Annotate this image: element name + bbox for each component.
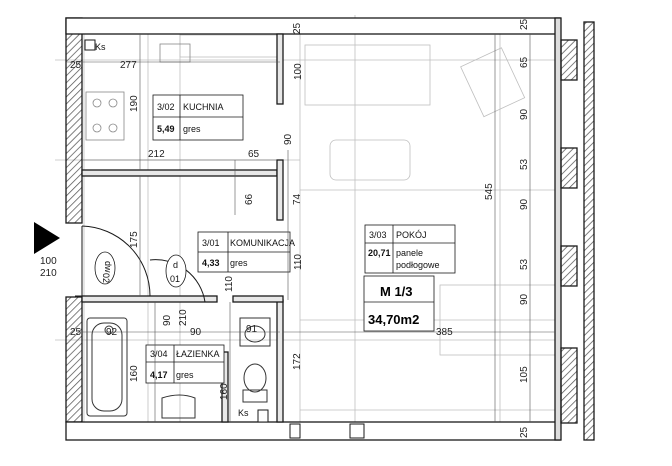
svg-text:277: 277 [120, 60, 137, 71]
svg-text:90: 90 [519, 198, 530, 210]
svg-text:25: 25 [519, 18, 530, 30]
svg-text:175: 175 [129, 231, 140, 248]
svg-text:110: 110 [293, 254, 304, 270]
door-tags [94, 251, 187, 288]
tag-d: d [173, 260, 178, 270]
svg-text:90: 90 [519, 293, 530, 305]
svg-text:90: 90 [519, 108, 530, 120]
svg-text:92: 92 [106, 327, 118, 338]
svg-text:190: 190 [129, 95, 140, 112]
room-area: 5,49 [157, 124, 175, 134]
inner-walls [81, 33, 284, 423]
room-corridor: 3/01 KOMUNIKACJA 4,33 gres [202, 238, 295, 268]
svg-text:25: 25 [292, 22, 303, 34]
svg-text:210: 210 [40, 268, 57, 279]
svg-text:385: 385 [436, 327, 453, 338]
svg-text:74: 74 [292, 193, 303, 205]
dimension-lines [66, 34, 555, 422]
room-id: 3/02 [157, 102, 175, 112]
room-name: POKÓJ [396, 230, 427, 240]
svg-text:25: 25 [519, 426, 530, 438]
room-area: 4,33 [202, 258, 220, 268]
svg-text:110: 110 [224, 276, 235, 292]
tag-dw: dw [103, 261, 113, 273]
tag-d-num: 01 [170, 274, 180, 284]
svg-text:160: 160 [129, 365, 140, 382]
svg-text:545: 545 [484, 183, 495, 200]
room-bathroom: 3/04 ŁAZIENKA 4,17 gres [150, 349, 220, 380]
room-area: 4,17 [150, 370, 168, 380]
tags: Ks Ks dw 02 d 01 [95, 42, 249, 418]
room-floor: panele [396, 248, 423, 258]
svg-text:172: 172 [292, 353, 303, 370]
tag-dw-num: 02 [101, 273, 111, 283]
apartment-area: 34,70m2 [368, 312, 419, 327]
apartment-code: M 1/3 [380, 284, 413, 299]
kitchen-stove [85, 43, 191, 141]
room-id: 3/03 [369, 230, 387, 240]
svg-text:65: 65 [519, 56, 530, 68]
room-name: KUCHNIA [183, 102, 224, 112]
svg-text:100: 100 [293, 63, 304, 80]
svg-text:210: 210 [178, 309, 189, 326]
svg-text:160: 160 [219, 383, 230, 400]
room-id: 3/01 [202, 238, 220, 248]
entrance-arrow-icon [34, 222, 60, 254]
room-floor: gres [230, 258, 248, 268]
room-name: KOMUNIKACJA [230, 238, 295, 248]
room-name: ŁAZIENKA [176, 349, 220, 359]
walls [65, 17, 595, 441]
svg-text:91: 91 [246, 324, 258, 335]
room-floor-line2: podłogowe [396, 260, 440, 270]
room-area: 20,71 [368, 248, 391, 258]
room-kitchen: 3/02 KUCHNIA 5,49 gres [157, 102, 224, 134]
room-id: 3/04 [150, 349, 168, 359]
svg-text:105: 105 [519, 366, 530, 383]
svg-text:66: 66 [244, 193, 255, 205]
svg-text:25: 25 [70, 60, 82, 71]
tag-ks-top: Ks [95, 42, 106, 52]
svg-text:90: 90 [162, 314, 173, 326]
svg-text:100: 100 [40, 256, 57, 267]
dimension-labels: 25 277 100 190 212 65 90 66 74 175 110 1… [40, 18, 530, 438]
svg-text:90: 90 [283, 133, 294, 145]
svg-text:65: 65 [248, 149, 260, 160]
svg-text:53: 53 [519, 158, 530, 170]
tag-ks-bottom: Ks [238, 408, 249, 418]
svg-text:53: 53 [519, 258, 530, 270]
svg-text:90: 90 [190, 327, 202, 338]
room-label-boxes [145, 94, 456, 384]
room-floor: gres [183, 124, 201, 134]
room-floor: gres [176, 370, 194, 380]
room-living: 3/03 POKÓJ 20,71 panele podłogowe [368, 230, 440, 270]
windows [84, 39, 365, 439]
apartment-summary: M 1/3 34,70m2 [368, 284, 419, 327]
svg-text:212: 212 [148, 149, 165, 160]
svg-text:25: 25 [70, 327, 82, 338]
